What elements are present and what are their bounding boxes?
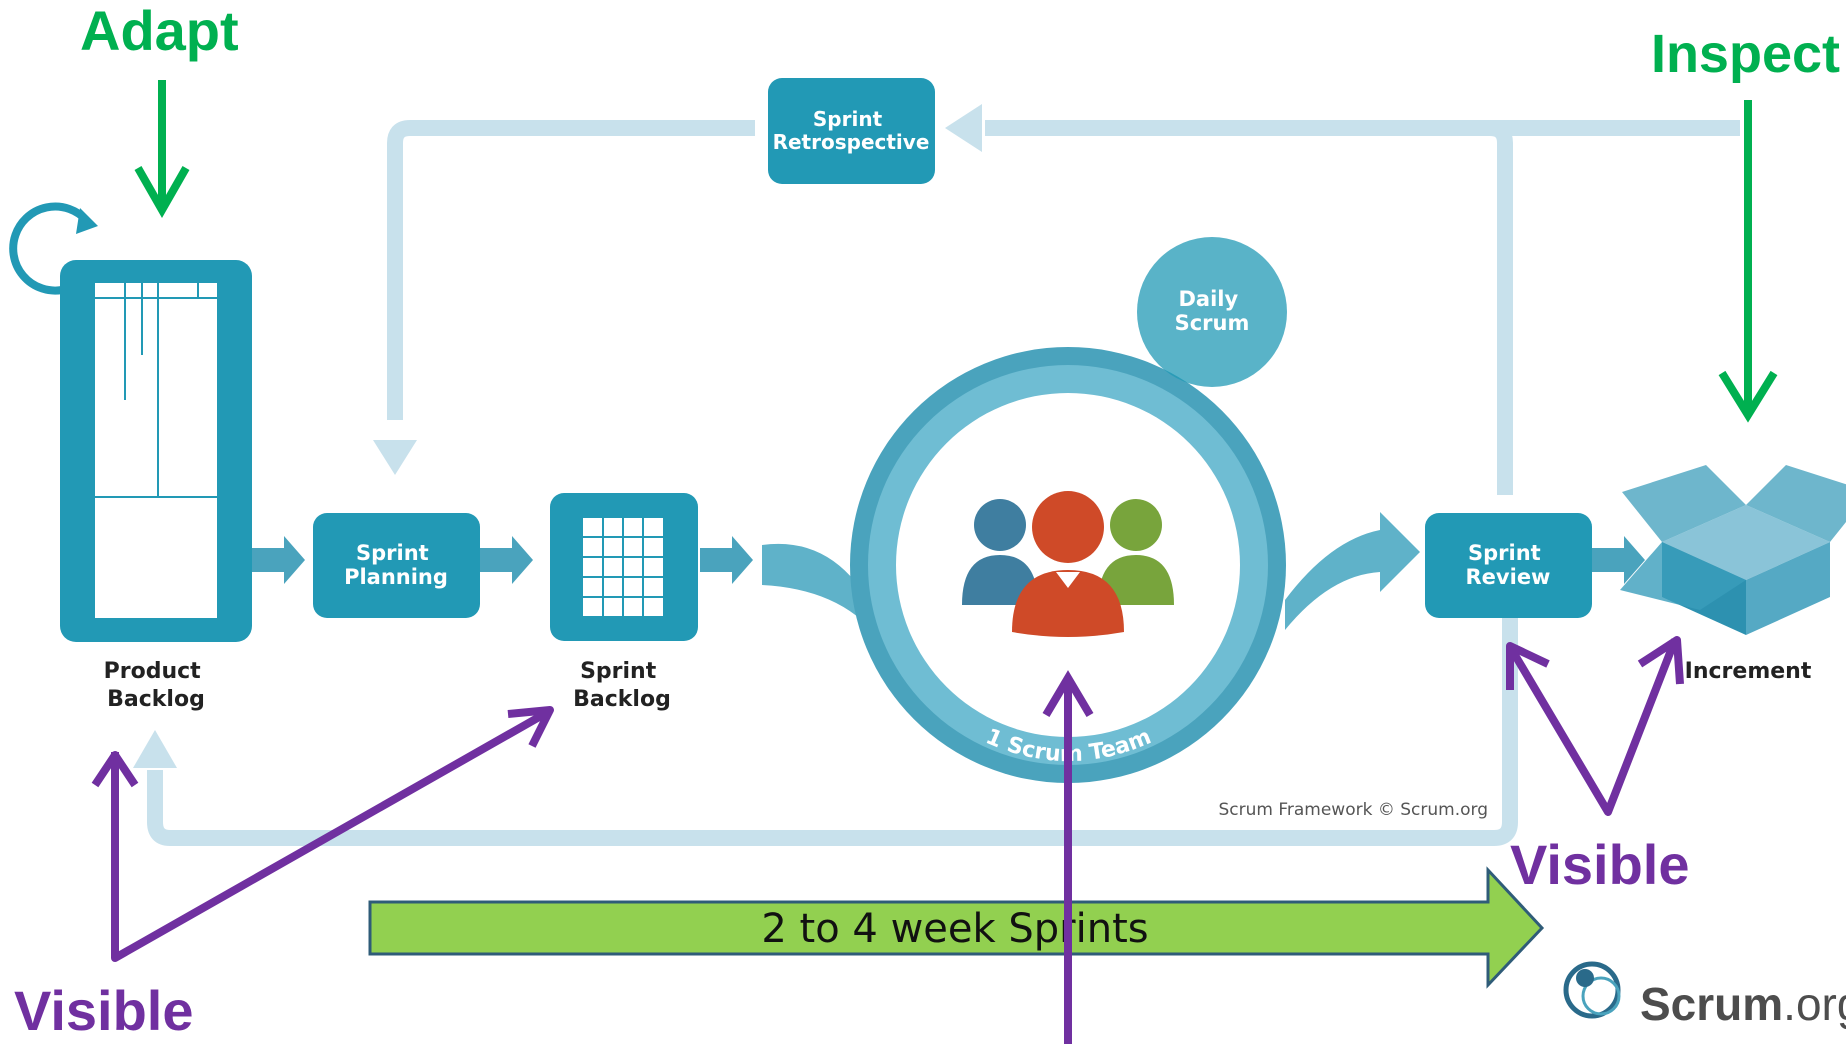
svg-text:Daily Scrum: Daily Scrum xyxy=(1175,287,1250,335)
adapt-arrow xyxy=(134,80,190,219)
svg-text:Sprint Review: Sprint Review xyxy=(1466,541,1551,589)
sprint-cycle-ring: 1 Scrum Team xyxy=(850,347,1286,783)
svg-text:Sprint Retrospective: Sprint Retrospective xyxy=(773,107,930,154)
svg-text:Scrum.org: Scrum.org xyxy=(1640,978,1846,1030)
feedback-loop xyxy=(147,120,1740,846)
review-to-retro-path xyxy=(1489,120,1513,495)
svg-text:Sprint Planning: Sprint Planning xyxy=(344,541,448,589)
flow-arrow-2 xyxy=(480,536,533,584)
product-backlog-label: Product Backlog xyxy=(104,659,209,712)
curve-into-sprint xyxy=(762,543,895,665)
increment-box-icon xyxy=(1620,465,1846,635)
framework-credit: Scrum Framework © Scrum.org xyxy=(1218,800,1488,820)
sprint-duration-arrow: 2 to 4 week Sprints xyxy=(368,866,1545,989)
flow-arrow-3 xyxy=(700,536,753,584)
sprint-retrospective-box: Sprint Retrospective xyxy=(768,78,935,184)
increment-label: Increment xyxy=(1685,659,1812,684)
flow-arrow-4 xyxy=(1592,536,1645,584)
planning-arrowhead xyxy=(373,440,417,475)
sprint-backlog-label: Sprint Backlog xyxy=(573,659,671,712)
flow-arrow-1 xyxy=(252,536,305,584)
sprint-review-box: Sprint Review xyxy=(1425,513,1592,618)
retro-arrowhead xyxy=(945,104,982,152)
sprint-duration-label: 2 to 4 week Sprints xyxy=(761,906,1148,952)
retro-to-planning-path xyxy=(387,120,755,420)
review-to-backlog-path xyxy=(147,605,1518,846)
logo-name: Scrum xyxy=(1640,978,1783,1030)
sprint-planning-box: Sprint Planning xyxy=(313,513,480,618)
adapt-label: Adapt xyxy=(80,0,239,62)
logo-suffix: .org xyxy=(1783,978,1846,1030)
visible-right-label: Visible xyxy=(1510,833,1690,896)
visible-right-arrows xyxy=(1506,636,1684,816)
flow-arrows xyxy=(252,536,1645,584)
sprint-backlog-icon xyxy=(550,493,698,641)
team-pointer-arrow xyxy=(1042,670,1094,1044)
visible-left-arrows xyxy=(91,706,554,962)
scrum-org-logo: Scrum.org xyxy=(1563,961,1846,1030)
product-backlog-icon xyxy=(9,202,252,642)
inspect-label: Inspect xyxy=(1651,24,1840,84)
visible-left-label: Visible xyxy=(14,979,194,1042)
daily-scrum-circle: Daily Scrum xyxy=(1137,237,1287,387)
refresh-arrow-icon xyxy=(9,202,89,295)
inspect-arrow xyxy=(1718,100,1778,423)
team-people-icon xyxy=(962,491,1174,637)
curve-out-of-sprint xyxy=(1285,512,1420,630)
backlog-arrowhead xyxy=(133,730,177,768)
